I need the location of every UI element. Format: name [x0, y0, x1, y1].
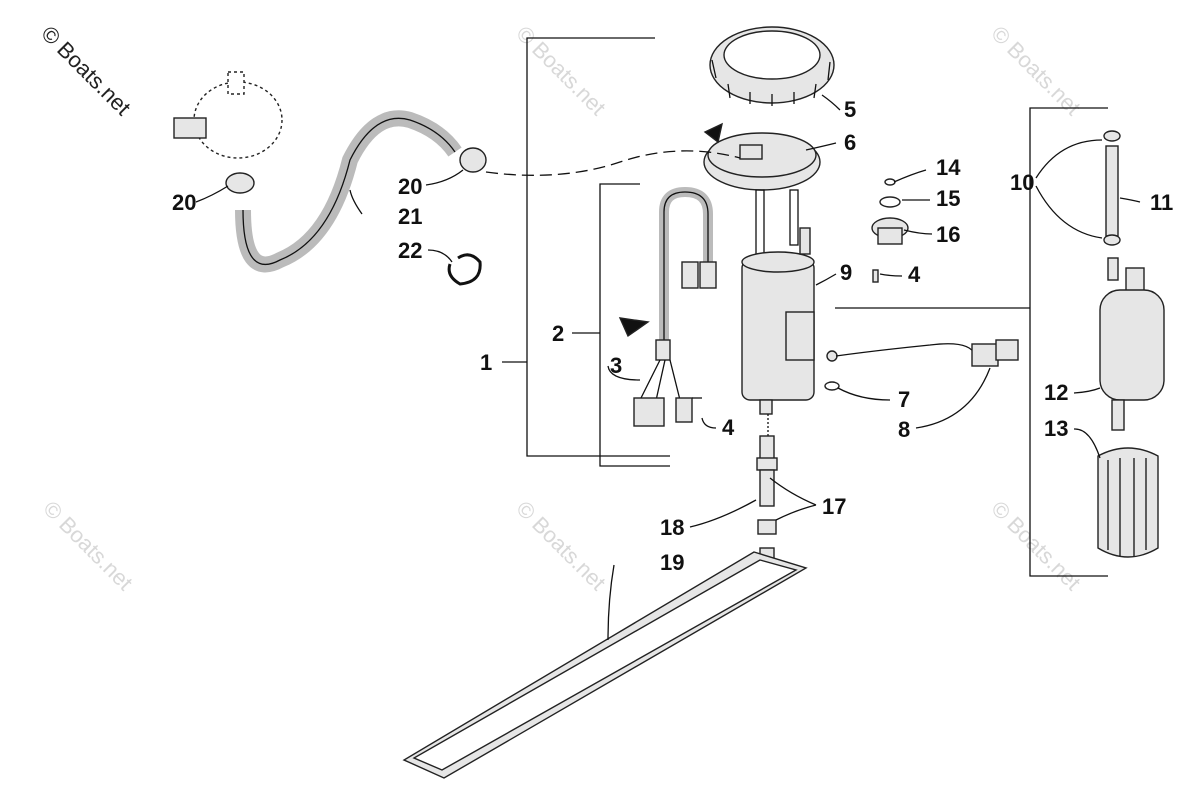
assembly-bracket-12 — [835, 107, 1108, 577]
callout-6: 6 — [844, 130, 856, 155]
callout-3: 3 — [610, 353, 622, 378]
callout-16: 16 — [936, 222, 960, 247]
fuel-pump-body-part — [741, 189, 815, 415]
callout-19: 19 — [660, 550, 684, 575]
callout-4: 4 — [722, 415, 735, 440]
callout-8: 8 — [898, 417, 910, 442]
callout-14: 14 — [936, 155, 961, 180]
callout-10: 10 — [1010, 170, 1034, 195]
ground-wire-part — [826, 339, 1019, 367]
callout-22: 22 — [398, 238, 422, 263]
callout-20: 20 — [398, 174, 422, 199]
callout-7: 7 — [898, 387, 910, 412]
callout-11: 11 — [1150, 190, 1173, 215]
watermark-faded: © Boats.net — [986, 21, 1085, 120]
hose-clamp-part — [1103, 130, 1121, 246]
watermark-faded: © Boats.net — [986, 496, 1085, 595]
leader-lines — [195, 94, 1141, 641]
clip-part — [824, 381, 840, 391]
callout-9: 9 — [840, 260, 852, 285]
callout-15: 15 — [936, 186, 960, 211]
callout-2: 2 — [552, 321, 564, 346]
pickup-tube-part — [756, 414, 778, 571]
callout-18: 18 — [660, 515, 684, 540]
callout-4: 4 — [908, 262, 921, 287]
watermark-faded: © Boats.net — [511, 496, 610, 595]
callout-13: 13 — [1044, 416, 1068, 441]
screw-part — [872, 269, 879, 283]
filter-sleeve-part — [1097, 447, 1159, 558]
breather-assembly-part — [173, 71, 741, 286]
callout-12: 12 — [1044, 380, 1068, 405]
callout-20: 20 — [172, 190, 196, 215]
callout-21: 21 — [398, 204, 422, 229]
lock-ring-part — [709, 26, 835, 106]
fuel-level-strip-part — [402, 551, 808, 779]
assembly-bracket-1 — [502, 37, 670, 457]
callout-5: 5 — [844, 97, 856, 122]
watermark-faded: © Boats.net — [38, 496, 137, 595]
watermark-faded: © Boats.net — [511, 21, 610, 120]
assembly-bracket-2 — [572, 183, 670, 467]
callout-17: 17 — [822, 494, 846, 519]
watermark-main: © Boats.net — [36, 21, 135, 120]
callout-1: 1 — [480, 350, 492, 375]
regulator-part — [871, 178, 909, 245]
pump-motor-part — [1099, 257, 1165, 431]
pump-flange-part — [703, 122, 821, 191]
wire-harness-part — [618, 186, 717, 427]
